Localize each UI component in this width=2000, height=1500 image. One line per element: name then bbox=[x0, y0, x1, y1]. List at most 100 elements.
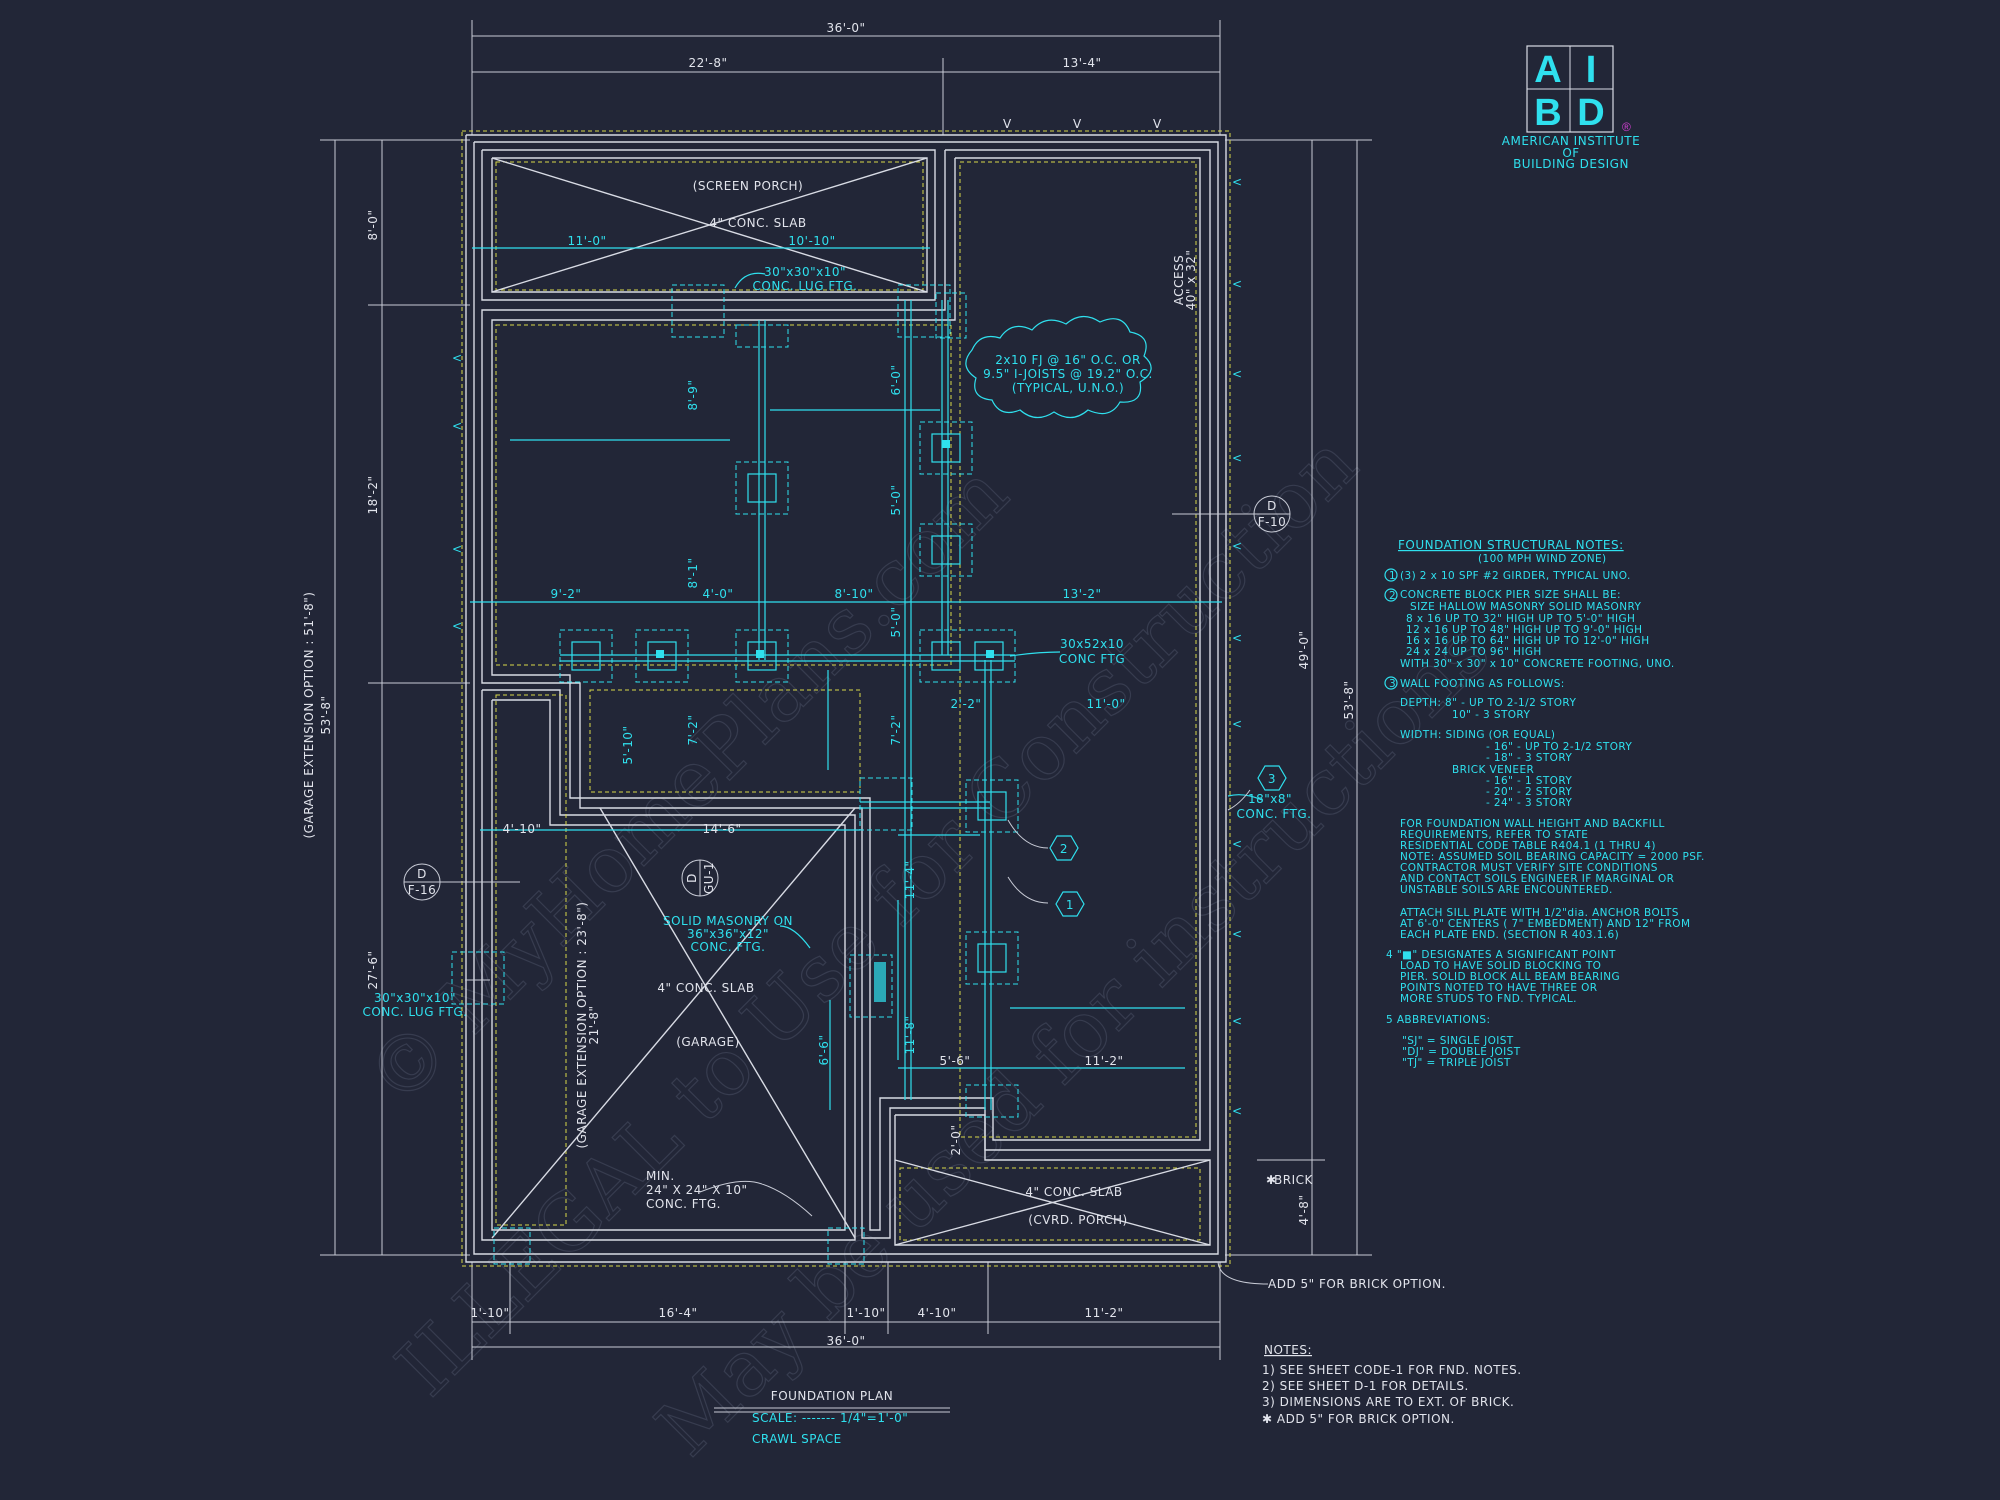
label-cvrd-porch: (CVRD. PORCH) bbox=[1028, 1213, 1127, 1227]
svg-text:<: < bbox=[1232, 1014, 1243, 1028]
note-line-33: 5 ABBREVIATIONS: bbox=[1386, 1014, 1490, 1026]
dim-int-12: 2'-2" bbox=[951, 697, 982, 711]
note-line-34: "SJ" = SINGLE JOIST bbox=[1402, 1035, 1514, 1047]
dim-int-15: 7'-2" bbox=[686, 715, 700, 746]
dim-int-5: 5'-0" bbox=[889, 485, 903, 516]
note-line-21: NOTE: ASSUMED SOIL BEARING CAPACITY = 20… bbox=[1400, 851, 1705, 863]
section-markers: D F-10 D F-16 D GU-1 1 2 3 bbox=[403, 495, 1291, 917]
garage-extension-inner-dim: 21'-8" bbox=[587, 1005, 601, 1044]
joist-note-2: 9.5" I-JOISTS @ 19.2" O.C. bbox=[983, 367, 1153, 381]
note-line-32: MORE STUDS TO FND. TYPICAL. bbox=[1400, 993, 1577, 1005]
dim-int-8: 5'-0" bbox=[889, 607, 903, 638]
general-notes: NOTES: 1) SEE SHEET CODE-1 FOR FND. NOTE… bbox=[1262, 1343, 1522, 1426]
note-line-18: FOR FOUNDATION WALL HEIGHT AND BACKFILL bbox=[1400, 818, 1665, 830]
dim-left-seg2: 18'-2" bbox=[366, 475, 380, 514]
svg-text:<: < bbox=[1232, 367, 1243, 381]
dim-int-20: 6'-6" bbox=[817, 1035, 831, 1066]
svg-text:<: < bbox=[1232, 1104, 1243, 1118]
dim-int-6: 8'-1" bbox=[686, 558, 700, 589]
logo-i: I bbox=[1586, 49, 1597, 91]
svg-text:<: < bbox=[1232, 451, 1243, 465]
bottom-dimensions: 1'-10" 16'-4" 1'-10" 4'-10" 11'-2" 36'-0… bbox=[470, 1262, 1221, 1360]
general-note-1: 2) SEE SHEET D-1 FOR DETAILS. bbox=[1262, 1379, 1469, 1393]
svg-text:<: < bbox=[1232, 175, 1243, 189]
dim-int-13: 11'-0" bbox=[1086, 697, 1125, 711]
section-d-gu-top: D bbox=[685, 873, 699, 883]
label-conc-ftg-a: 30x52x10 bbox=[1060, 637, 1124, 651]
dim-int-2: 10'-10" bbox=[788, 234, 835, 248]
room-labels: (SCREEN PORCH) 4" CONC. SLAB 30"x30"x10"… bbox=[363, 179, 1446, 1291]
logo-line3: BUILDING DESIGN bbox=[1513, 157, 1629, 171]
note-line-14: BRICK VENEER bbox=[1452, 764, 1534, 776]
dim-int-10: 8'-10" bbox=[834, 587, 873, 601]
note-line-27: EACH PLATE END. (SECTION R 403.1.6) bbox=[1400, 929, 1619, 941]
note-line-23: AND CONTACT SOILS ENGINEER IF MARGINAL O… bbox=[1400, 873, 1674, 885]
label-access-a: ACCESS bbox=[1172, 255, 1186, 306]
note-line-30: PIER. SOLID BLOCK ALL BEAM BEARING bbox=[1400, 971, 1620, 983]
dim-left-outer: 53'-8" bbox=[319, 695, 333, 734]
label-brick: BRICK bbox=[1274, 1173, 1313, 1187]
window-mark-1: V bbox=[1003, 117, 1012, 131]
dim-bottom-overall: 36'-0" bbox=[826, 1334, 865, 1348]
dim-bottom-seg3: 1'-10" bbox=[846, 1306, 885, 1320]
logo-d: D bbox=[1577, 92, 1604, 134]
window-mark-3: V bbox=[1153, 117, 1162, 131]
garage-extension-inner: (GARAGE EXTENSION OPTION : 23'-8") bbox=[575, 902, 589, 1149]
label-lug-ftg-1a: 30"x30"x10" bbox=[764, 265, 846, 279]
label-lug-ftg-2a: 30"x30"x10" bbox=[374, 991, 456, 1005]
section-d-f10-bot: F-10 bbox=[1258, 515, 1287, 529]
dim-int-24: 2'-0" bbox=[949, 1125, 963, 1156]
slab-diagonals bbox=[491, 157, 1211, 1246]
top-dimensions: 36'-0" 22'-8" 13'-4" V V V bbox=[471, 20, 1221, 135]
note-line-29: LOAD TO HAVE SOLID BLOCKING TO bbox=[1400, 960, 1601, 972]
general-note-0: 1) SEE SHEET CODE-1 FOR FND. NOTES. bbox=[1262, 1363, 1522, 1377]
label-add-brick: ADD 5" FOR BRICK OPTION. bbox=[1268, 1277, 1446, 1291]
svg-text:2: 2 bbox=[1389, 590, 1396, 602]
dim-int-19: 11'-4" bbox=[903, 860, 917, 899]
dim-left-seg1: 8'-0" bbox=[366, 210, 380, 241]
note-line-2: SIZE HALLOW MASONRY SOLID MASONRY bbox=[1410, 601, 1641, 613]
label-conc-slab-1: 4" CONC. SLAB bbox=[709, 216, 806, 230]
label-screen-porch: (SCREEN PORCH) bbox=[693, 179, 803, 193]
girders bbox=[470, 247, 1222, 1110]
joist-note-1: 2x10 FJ @ 16" O.C. OR bbox=[995, 353, 1141, 367]
svg-text:<: < bbox=[1232, 277, 1243, 291]
note-line-4: 12 x 16 UP TO 48" HIGH UP TO 9'-0" HIGH bbox=[1406, 624, 1642, 636]
label-ftg-18-b: CONC. FTG. bbox=[1237, 807, 1312, 821]
logo-line2: OF bbox=[1562, 146, 1579, 160]
joist-note-3: (TYPICAL, U.N.O.) bbox=[1012, 381, 1124, 395]
notes-wind: (100 MPH WIND ZONE) bbox=[1478, 553, 1607, 565]
logo-b: B bbox=[1534, 92, 1561, 134]
label-conc-ftg-b: CONC FTG bbox=[1059, 652, 1125, 666]
note-line-13: - 18" - 3 STORY bbox=[1486, 752, 1572, 764]
dim-bottom-seg4: 4'-10" bbox=[917, 1306, 956, 1320]
callout-1: 1 bbox=[1066, 898, 1074, 912]
brick-asterisk-icon: ✱ bbox=[1266, 1173, 1277, 1187]
svg-text:<: < bbox=[1232, 837, 1243, 851]
section-d-f10-top: D bbox=[1267, 499, 1277, 513]
note-line-5: 16 x 16 UP TO 64" HIGH UP TO 12'-0" HIGH bbox=[1406, 635, 1650, 647]
title-block: FOUNDATION PLAN SCALE: ------- 1/4"=1'-0… bbox=[714, 1389, 950, 1446]
note-line-25: ATTACH SILL PLATE WITH 1/2"dia. ANCHOR B… bbox=[1400, 907, 1679, 919]
dim-bottom-seg1: 1'-10" bbox=[470, 1306, 509, 1320]
dim-int-1: 11'-0" bbox=[567, 234, 606, 248]
interior-dimensions: 11'-0" 10'-10" 8'-9" 6'-0" 5'-0" 8'-1" 4… bbox=[502, 234, 1125, 1155]
label-solid-masonry-b: 36"x36"x12" bbox=[687, 927, 769, 941]
label-min-a: MIN. bbox=[646, 1169, 675, 1183]
dim-right-inner: 49'-0" bbox=[1297, 630, 1311, 669]
dim-int-7: 4'-0" bbox=[703, 587, 734, 601]
note-line-19: REQUIREMENTS, REFER TO STATE bbox=[1400, 829, 1588, 841]
note-line-35: "DJ" = DOUBLE JOIST bbox=[1402, 1046, 1521, 1058]
dim-int-11: 13'-2" bbox=[1062, 587, 1101, 601]
dim-int-23: 11'-2" bbox=[1084, 1054, 1123, 1068]
wall-vents: < < < < < < < < < < < < < < < bbox=[452, 175, 1243, 1118]
notes-heading: FOUNDATION STRUCTURAL NOTES: bbox=[1398, 538, 1624, 552]
dim-int-4: 6'-0" bbox=[889, 365, 903, 396]
logo-a: A bbox=[1534, 49, 1561, 91]
dim-bottom-seg5: 11'-2" bbox=[1084, 1306, 1123, 1320]
note-line-10: 10" - 3 STORY bbox=[1452, 709, 1530, 721]
general-notes-heading: NOTES: bbox=[1264, 1343, 1312, 1357]
label-conc-slab-2: 4" CONC. SLAB bbox=[657, 981, 754, 995]
note-line-9: DEPTH: 8" - UP TO 2-1/2 STORY bbox=[1400, 697, 1576, 709]
logo-line1: AMERICAN INSTITUTE bbox=[1502, 134, 1640, 148]
